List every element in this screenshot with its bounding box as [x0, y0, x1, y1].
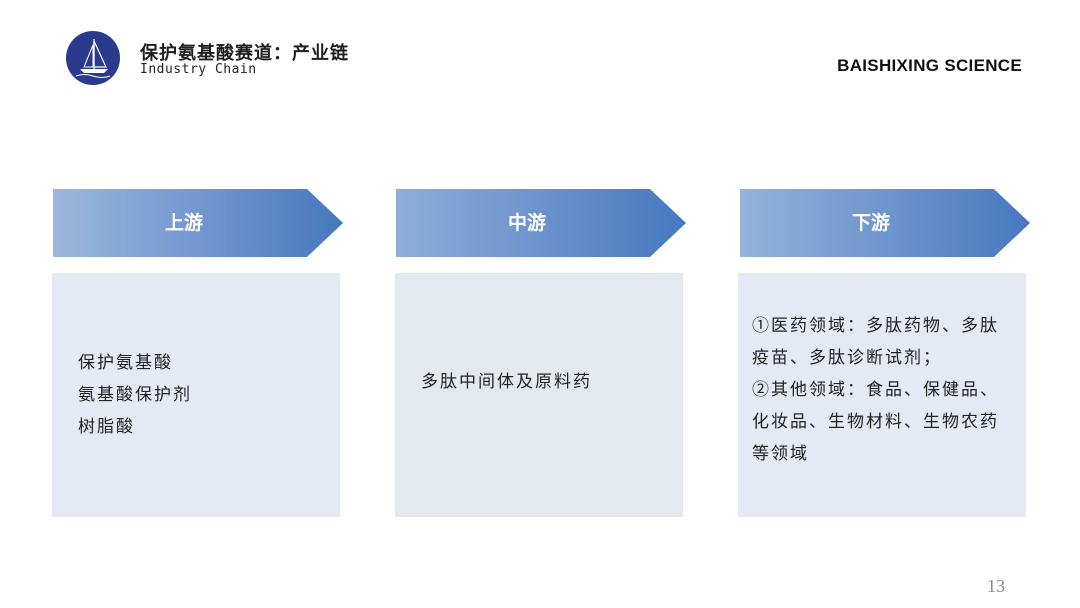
upstream-item: 保护氨基酸 — [78, 353, 173, 373]
company-logo — [66, 31, 120, 85]
arrow-label-downstream: 下游 — [851, 212, 890, 234]
upstream-item: 氨基酸保护剂 — [78, 385, 192, 405]
arrow-header-upstream: 上游 — [53, 189, 343, 257]
arrow-label-midstream: 中游 — [507, 212, 546, 234]
page-subtitle: Industry Chain — [140, 62, 257, 77]
brand-name: BAISHIXING SCIENCE — [837, 56, 1022, 75]
downstream-item: ②其他领域：食品、保健品、化妆品、生物材料、生物农药等领域 — [752, 380, 999, 464]
downstream-box: ①医药领域：多肽药物、多肽疫苗、多肽诊断试剂； ②其他领域：食品、保健品、化妆品… — [738, 273, 1026, 517]
downstream-item: ①医药领域：多肽药物、多肽疫苗、多肽诊断试剂； — [752, 316, 999, 368]
arrow-label-upstream: 上游 — [164, 212, 203, 234]
midstream-box: 多肽中间体及原料药 — [395, 273, 683, 517]
arrow-header-midstream: 中游 — [396, 189, 686, 257]
upstream-box: 保护氨基酸 氨基酸保护剂 树脂酸 — [52, 273, 340, 517]
upstream-item: 树脂酸 — [78, 417, 135, 437]
page-title: 保护氨基酸赛道：产业链 — [140, 43, 349, 64]
arrow-header-downstream: 下游 — [740, 189, 1030, 257]
page-number: 13 — [987, 576, 1005, 596]
midstream-item: 多肽中间体及原料药 — [421, 372, 592, 392]
